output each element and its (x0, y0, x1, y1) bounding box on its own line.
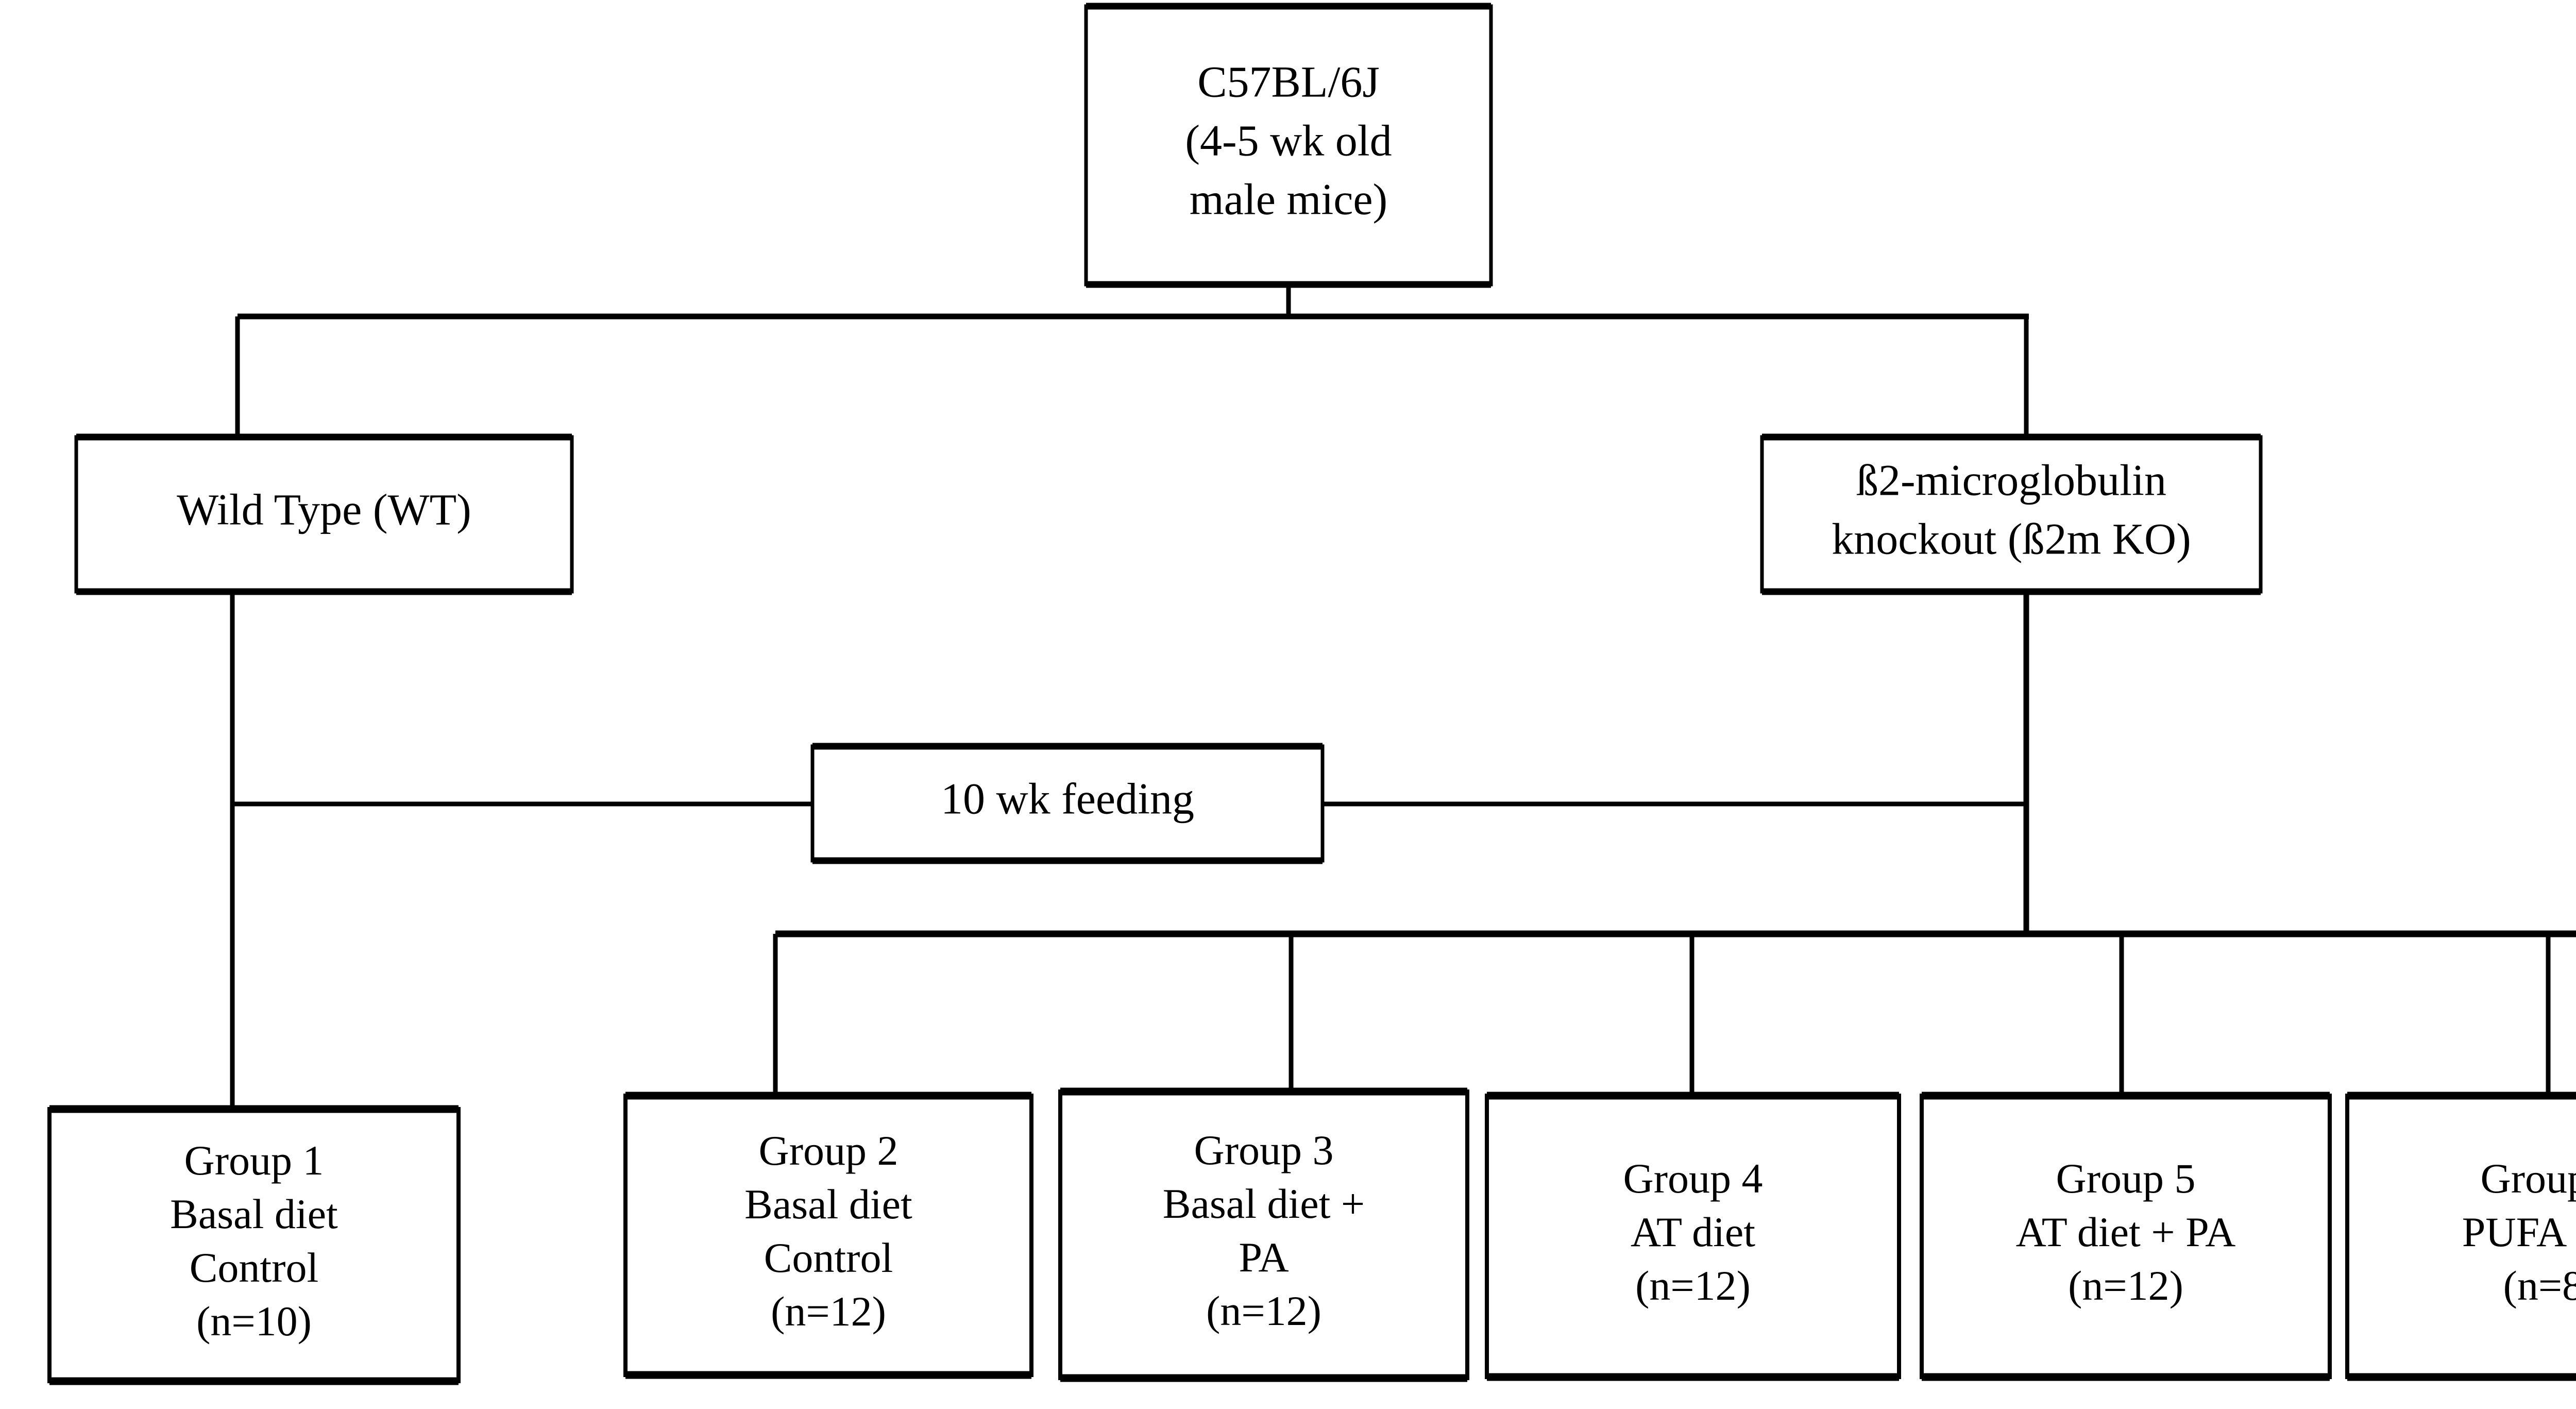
group-6-node[interactable]: Group 6 PUFA diet (n=8) (2345, 1092, 2576, 1381)
group-1-line-4: (n=10) (196, 1298, 312, 1345)
wild-type-line-1: Wild Type (WT) (177, 485, 471, 534)
b2m-knockout-node[interactable]: ß2-microglobulin knockout (ß2m KO) (1760, 433, 2263, 595)
group-3-node[interactable]: Group 3 Basal diet + PA (n=12) (1058, 1087, 1469, 1382)
group-2-line-3: Control (764, 1234, 893, 1281)
group-1-line-3: Control (190, 1244, 319, 1291)
group-1-box[interactable] (47, 1107, 461, 1383)
b2m-knockout-line-2: knockout (ß2m KO) (1832, 514, 2191, 564)
group-2-line-4: (n=12) (771, 1288, 886, 1335)
root-strain-line-2: (4-5 wk old (1185, 116, 1392, 165)
group-3-line-4: (n=12) (1206, 1287, 1321, 1334)
root-strain-line-1: C57BL/6J (1197, 57, 1380, 107)
feeding-period-line-1: 10 wk feeding (941, 774, 1194, 824)
group-3-line-1: Group 3 (1194, 1127, 1333, 1173)
group-4-box[interactable] (1485, 1094, 1901, 1379)
group-3-box[interactable] (1058, 1089, 1469, 1380)
connector-layer (230, 284, 2576, 1109)
group-5-line-3: (n=12) (2068, 1262, 2183, 1309)
wild-type-box[interactable] (74, 435, 574, 594)
group-5-line-1: Group 5 (2056, 1155, 2195, 1202)
group-1-line-1: Group 1 (184, 1137, 324, 1184)
group-4-line-3: (n=12) (1635, 1262, 1751, 1309)
group-1-line-2: Basal diet (170, 1190, 338, 1237)
group-2-line-1: Group 2 (758, 1127, 898, 1174)
group-6-line-2: PUFA diet (2462, 1209, 2576, 1255)
group-4-line-2: AT diet (1631, 1209, 1755, 1255)
node-layer: C57BL/6J (4-5 wk old male mice) Wild Type (… (47, 3, 2576, 1385)
group-4-node[interactable]: Group 4 AT diet (n=12) (1485, 1092, 1901, 1381)
group-3-line-3: PA (1239, 1234, 1289, 1281)
group-5-line-2: AT diet + PA (2016, 1209, 2236, 1255)
group-6-line-1: Group 6 (2480, 1155, 2576, 1202)
group-4-line-1: Group 4 (1623, 1155, 1762, 1202)
group-3-line-2: Basal diet + (1163, 1180, 1365, 1227)
feeding-period-node[interactable]: 10 wk feeding (810, 743, 1325, 864)
group-2-line-2: Basal diet (744, 1181, 912, 1228)
b2m-knockout-line-1: ß2-microglobulin (1856, 456, 2166, 505)
group-5-node[interactable]: Group 5 AT diet + PA (n=12) (1920, 1092, 2332, 1381)
root-strain-line-3: male mice) (1190, 175, 1387, 224)
wild-type-node[interactable]: Wild Type (WT) (74, 433, 574, 595)
group-6-line-3: (n=8) (2503, 1262, 2576, 1309)
group-2-box[interactable] (623, 1094, 1033, 1377)
root-strain-node[interactable]: C57BL/6J (4-5 wk old male mice) (1084, 3, 1493, 288)
